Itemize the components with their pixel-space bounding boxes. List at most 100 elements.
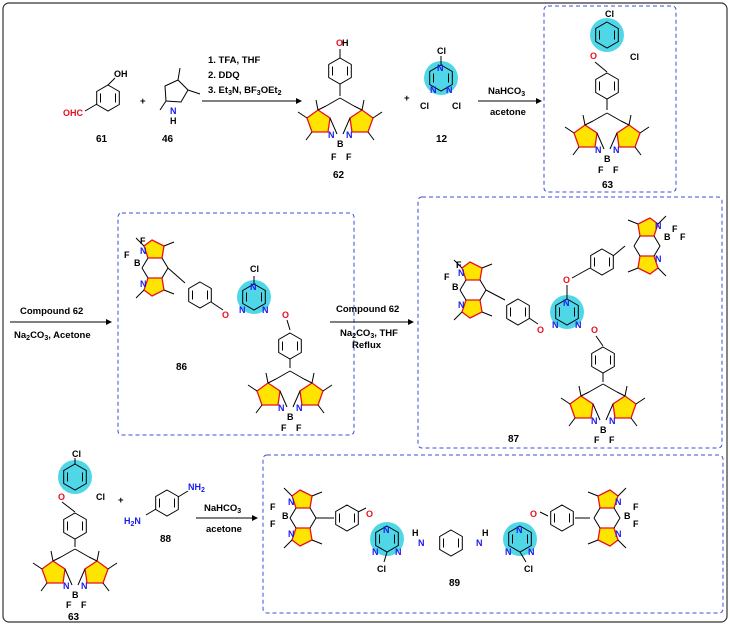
svg-text:O: O bbox=[590, 51, 597, 61]
svg-text:F: F bbox=[296, 423, 302, 433]
label-88: 88 bbox=[160, 534, 172, 545]
svg-text:N: N bbox=[476, 538, 483, 548]
svg-text:N: N bbox=[288, 497, 295, 507]
svg-text:N: N bbox=[372, 547, 379, 557]
molecule-63: Cl Cl O N N B F F bbox=[564, 9, 650, 175]
svg-text:Cl: Cl bbox=[452, 101, 461, 111]
svg-text:F: F bbox=[456, 260, 462, 270]
molecule-88: NH2 H2N bbox=[124, 482, 205, 528]
svg-text:OHC: OHC bbox=[63, 108, 84, 118]
svg-text:N: N bbox=[383, 525, 390, 535]
svg-text:O: O bbox=[58, 492, 65, 502]
svg-text:F: F bbox=[633, 519, 639, 529]
svg-text:B: B bbox=[604, 154, 611, 164]
molecule-61: OH OHC bbox=[63, 69, 128, 118]
svg-text:N: N bbox=[655, 254, 662, 264]
svg-text:F: F bbox=[609, 435, 615, 445]
svg-text:N: N bbox=[239, 305, 246, 315]
svg-text:N: N bbox=[346, 130, 353, 140]
box-63 bbox=[543, 5, 677, 193]
label-62: 62 bbox=[333, 170, 345, 181]
svg-text:N: N bbox=[81, 581, 88, 591]
svg-text:N: N bbox=[615, 529, 622, 539]
molecule-12: Cl N N N Cl Cl bbox=[420, 46, 461, 111]
svg-text:F: F bbox=[346, 152, 352, 162]
svg-text:B: B bbox=[134, 258, 141, 268]
svg-text:O: O bbox=[366, 509, 373, 519]
svg-text:N: N bbox=[446, 85, 453, 95]
svg-text:F: F bbox=[444, 272, 450, 282]
molecule-46: N H bbox=[159, 67, 201, 126]
svg-text:B: B bbox=[600, 425, 607, 435]
box-89 bbox=[262, 454, 724, 614]
svg-text:N: N bbox=[595, 145, 602, 155]
svg-text:F: F bbox=[331, 152, 337, 162]
svg-text:F: F bbox=[598, 165, 604, 175]
label-63-b: 63 bbox=[68, 612, 80, 623]
svg-text:O: O bbox=[222, 310, 229, 320]
svg-text:N: N bbox=[140, 279, 147, 289]
label-63: 63 bbox=[602, 180, 614, 191]
svg-text:N: N bbox=[458, 300, 465, 310]
svg-text:F: F bbox=[270, 519, 276, 529]
label-86: 86 bbox=[176, 362, 188, 373]
svg-text:Cl: Cl bbox=[377, 564, 386, 574]
svg-text:F: F bbox=[140, 236, 146, 246]
svg-text:NH2: NH2 bbox=[188, 482, 205, 494]
svg-text:N: N bbox=[288, 529, 295, 539]
svg-text:N: N bbox=[615, 497, 622, 507]
cond-2-top: NaHCO3 bbox=[488, 86, 525, 98]
svg-text:N: N bbox=[328, 130, 335, 140]
svg-text:F: F bbox=[124, 250, 130, 260]
svg-text:Cl: Cl bbox=[630, 52, 639, 62]
svg-text:N: N bbox=[528, 547, 535, 557]
svg-text:B: B bbox=[287, 412, 294, 422]
svg-text:O: O bbox=[563, 275, 570, 285]
cond-5-bottom: acetone bbox=[206, 524, 242, 535]
svg-text:Cl: Cl bbox=[437, 46, 446, 56]
molecule-63-b: Cl Cl O N N B F F bbox=[32, 449, 118, 610]
svg-text:N: N bbox=[505, 547, 512, 557]
svg-text:H: H bbox=[342, 38, 349, 48]
label-46: 46 bbox=[162, 134, 174, 145]
svg-text:B: B bbox=[337, 139, 344, 149]
svg-text:N: N bbox=[552, 320, 559, 330]
svg-text:F: F bbox=[270, 502, 276, 512]
plus-3: + bbox=[118, 495, 124, 506]
cond-3-top: Compound 62 bbox=[20, 306, 83, 317]
svg-text:N: N bbox=[563, 298, 570, 308]
svg-text:N: N bbox=[262, 305, 269, 315]
svg-text:F: F bbox=[594, 435, 600, 445]
molecule-87: B N N F F O N N N O B N N F F O N N B F … bbox=[444, 215, 686, 445]
svg-text:O: O bbox=[591, 325, 598, 335]
cond-1-line2: 2. DDQ bbox=[208, 70, 240, 81]
svg-text:F: F bbox=[66, 600, 72, 610]
svg-text:N: N bbox=[591, 416, 598, 426]
svg-text:N: N bbox=[458, 268, 465, 278]
svg-text:N: N bbox=[63, 581, 70, 591]
svg-text:N: N bbox=[655, 221, 662, 231]
label-12: 12 bbox=[436, 134, 448, 145]
svg-text:N: N bbox=[140, 246, 147, 256]
svg-text:B: B bbox=[72, 590, 79, 600]
svg-text:N: N bbox=[418, 538, 425, 548]
svg-text:B: B bbox=[452, 282, 459, 292]
cond-1-line1: 1. TFA, THF bbox=[208, 55, 260, 66]
svg-text:Cl: Cl bbox=[96, 492, 105, 502]
box-87 bbox=[417, 196, 723, 449]
svg-text:B: B bbox=[664, 232, 671, 242]
svg-text:F: F bbox=[680, 232, 686, 242]
svg-text:Cl: Cl bbox=[250, 264, 259, 274]
label-87: 87 bbox=[508, 434, 520, 445]
cond-4-bottom: Na2CO3, THF bbox=[340, 328, 398, 340]
cond-4-reflux: Reflux bbox=[352, 340, 382, 351]
svg-text:H: H bbox=[412, 528, 419, 538]
svg-text:F: F bbox=[613, 165, 619, 175]
molecule-62: O H N N B F F bbox=[297, 38, 383, 162]
label-89: 89 bbox=[449, 578, 461, 589]
svg-text:N: N bbox=[516, 525, 523, 535]
svg-text:Cl: Cl bbox=[524, 564, 533, 574]
cond-5-top: NaHCO3 bbox=[204, 503, 241, 515]
